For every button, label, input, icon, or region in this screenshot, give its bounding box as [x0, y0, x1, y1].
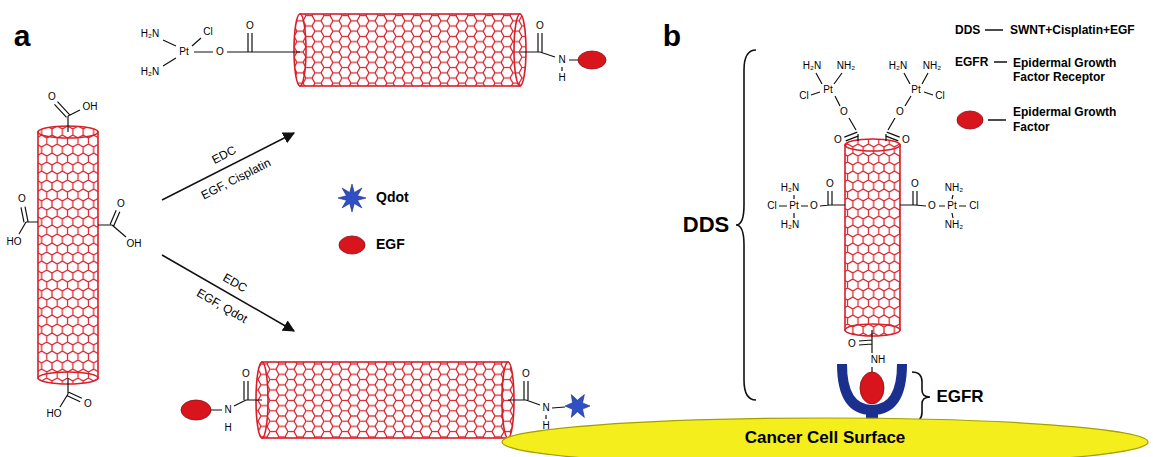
atom-label: H₂N — [781, 219, 799, 231]
egfr-receptor — [842, 364, 902, 410]
bracket-label: DDS — [683, 212, 729, 238]
atom-label: Cl — [203, 26, 212, 38]
atom-label: NH₂ — [945, 182, 963, 194]
reagent-label: EGF, Cisplatin — [199, 155, 273, 202]
cell-surface: Cancer Cell Surface — [500, 416, 1150, 457]
legend-dash — [985, 30, 1007, 120]
legend-text: SWNT+Cisplatin+EGF — [1010, 23, 1135, 37]
nanotube — [845, 139, 900, 336]
atom-label: Pt — [911, 84, 920, 96]
atom-label: O — [810, 200, 818, 212]
atom-label: H — [542, 420, 549, 432]
atom-label: O — [117, 198, 125, 210]
atom-label: O — [848, 338, 856, 350]
panel-letter: b — [663, 18, 681, 54]
atom-label: NH₂ — [837, 60, 855, 72]
bracket — [912, 372, 930, 422]
atom-label: H — [558, 72, 565, 84]
atom-label: Pt — [947, 200, 956, 212]
legend-text: Epidermal Growth Factor Receptor — [1013, 56, 1141, 85]
atom-label: NH — [871, 354, 885, 366]
atom-label: O — [84, 398, 92, 410]
atom-label: O — [911, 178, 919, 190]
reagent-label: EDC — [209, 143, 238, 167]
atom-label: O — [840, 106, 848, 118]
legend-text: EGF — [376, 236, 405, 254]
reaction-arrow — [162, 255, 294, 331]
atom-label: O — [246, 20, 254, 32]
atom-label: H — [224, 422, 231, 434]
atom-label: H₂N — [781, 182, 799, 194]
atom-label: H₂N — [141, 28, 159, 40]
bracket — [736, 50, 756, 400]
nanotube — [294, 14, 526, 86]
egf-oval — [181, 400, 211, 420]
atom-label: H₂N — [803, 60, 821, 72]
legend-key: EGFR — [955, 55, 988, 69]
atom-label: O — [522, 368, 530, 380]
atom-label: O — [18, 193, 26, 205]
atom-label: N — [542, 402, 549, 414]
atom-label: OH — [127, 238, 142, 250]
egf-oval — [957, 111, 983, 129]
atom-label: O — [242, 368, 250, 380]
atom-label: Pt — [179, 46, 188, 58]
atom-label: O — [48, 91, 56, 103]
egf-oval — [578, 51, 606, 69]
atom-label: HO — [47, 408, 62, 420]
bracket-label: EGFR — [936, 387, 983, 407]
egf-oval — [860, 372, 884, 404]
atom-label: Cl — [935, 90, 944, 102]
legend-text: Epidermal Growth Factor — [1013, 105, 1141, 135]
atom-label: OH — [83, 101, 98, 113]
atom-label: O — [826, 178, 834, 190]
egf-oval — [339, 236, 365, 254]
atom-label: H₂N — [889, 60, 907, 72]
qdot-star — [338, 184, 366, 212]
atom-label: O — [928, 200, 936, 212]
nanotube — [256, 362, 514, 438]
nanotube — [38, 126, 98, 384]
atom-label: NH₂ — [945, 219, 963, 231]
atom-label: H₂N — [141, 66, 159, 78]
atom-label: Pt — [789, 200, 798, 212]
panel-letter: a — [14, 18, 31, 54]
atom-label: NH₂ — [923, 60, 941, 72]
atom-label: HO — [7, 236, 22, 248]
atom-label: Cl — [969, 200, 978, 212]
legend-text: Qdot — [376, 189, 409, 207]
atom-label: O — [896, 106, 904, 118]
node-label: Cancer Cell Surface — [500, 416, 1150, 448]
reagent-label: EDC — [220, 270, 249, 295]
atom-label: O — [834, 134, 842, 146]
atom-label: O — [536, 20, 544, 32]
atom-label: N — [558, 54, 565, 66]
atom-label: Cl — [767, 200, 776, 212]
atom-label: O — [902, 134, 910, 146]
chemical-bond — [19, 33, 966, 419]
legend-key: DDS — [955, 23, 980, 37]
atom-label: N — [224, 404, 231, 416]
atom-label: O — [216, 46, 224, 58]
atom-label: Cl — [799, 90, 808, 102]
qdot-star — [565, 395, 590, 418]
atom-label: Pt — [823, 84, 832, 96]
